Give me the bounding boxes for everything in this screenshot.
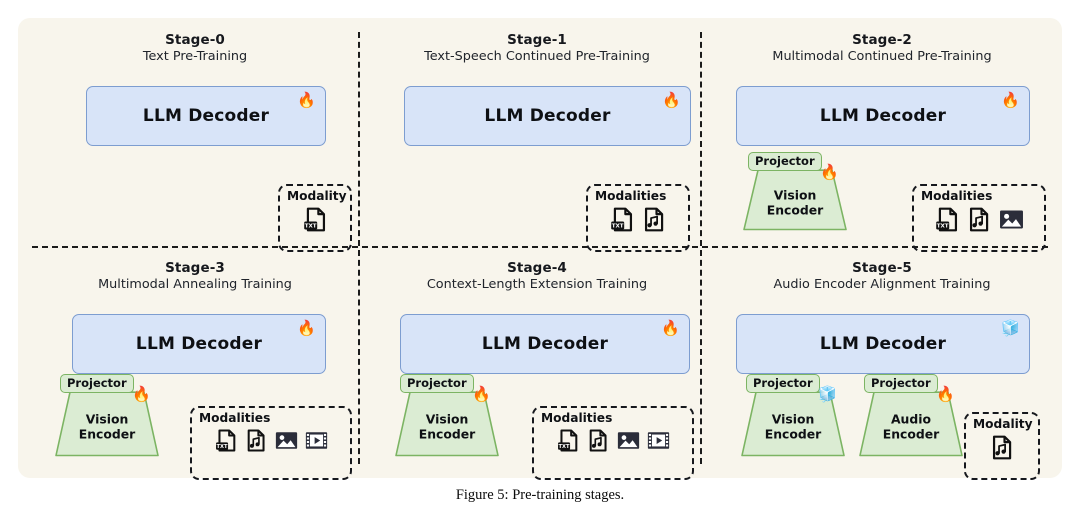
stage-0-modality-box: Modality TXT — [278, 184, 352, 252]
stage-3-modality-icons: TXT — [199, 428, 343, 453]
stage-1-decoder-fire-icon: 🔥 — [662, 91, 681, 109]
stage-5-modality-box: Modality — [964, 412, 1040, 480]
stage-0-llm-decoder-label: LLM Decoder — [142, 106, 270, 126]
stage-3-modality-title: Modalities — [199, 411, 271, 425]
stage-1-modality-box: Modalities TXT — [586, 184, 690, 252]
stage-5-decoder-ice-icon: 🧊 — [1001, 319, 1020, 337]
figure-caption: Figure 5: Pre-training stages. — [455, 487, 625, 503]
stage-2-encoder-group-0: Projector Vision Encoder — [742, 150, 848, 231]
stage-4-modality-box: Modalities TXT — [532, 406, 694, 480]
stage-5-modality-title: Modality — [973, 417, 1033, 431]
stage-5-projector-0[interactable]: Projector — [746, 374, 820, 393]
text-file-icon: TXT — [610, 207, 632, 232]
stage-5-encoder-trapezoid-0[interactable]: Vision Encoder 🧊 — [740, 387, 846, 457]
stage-2-modality-icons: TXT — [921, 206, 1037, 233]
stage-1-llm-decoder[interactable]: LLM Decoder 🔥 — [404, 86, 691, 146]
stage-4-projector-0[interactable]: Projector — [400, 374, 474, 393]
stage-2-projector-0[interactable]: Projector — [748, 152, 822, 171]
stage-2-modality-box: Modalities TXT — [912, 184, 1046, 252]
horizontal-divider — [32, 246, 1048, 248]
stage-3-modality-box: Modalities TXT — [190, 406, 352, 480]
stage-1-subtitle: Text-Speech Continued Pre-Training — [424, 49, 650, 64]
text-file-icon: TXT — [303, 207, 325, 232]
stage-5-encoder-group-1: Projector Audio Encoder — [858, 372, 964, 457]
svg-text:TXT: TXT — [216, 444, 227, 450]
stage-1-modality-title: Modalities — [595, 189, 667, 203]
stage-4-encoder-trapezoid-0[interactable]: Vision Encoder 🔥 — [394, 387, 500, 457]
stage-3-decoder-fire-icon: 🔥 — [297, 319, 316, 337]
stage-2-llm-decoder[interactable]: LLM Decoder 🔥 — [736, 86, 1030, 146]
stage-3-llm-decoder[interactable]: LLM Decoder 🔥 — [72, 314, 326, 374]
vertical-divider-1 — [358, 32, 360, 464]
stage-4-modality-title: Modalities — [541, 411, 613, 425]
audio-file-icon — [992, 435, 1011, 460]
stage-2-title: Stage-2 — [852, 32, 912, 48]
audio-file-icon — [247, 429, 265, 452]
stage-4-subtitle: Context-Length Extension Training — [426, 277, 648, 292]
stage-5-subtitle: Audio Encoder Alignment Training — [773, 277, 991, 292]
audio-file-icon — [589, 429, 607, 452]
svg-text:TXT: TXT — [558, 444, 569, 450]
stage-5-encoder-0-ice-icon: 🧊 — [818, 385, 837, 403]
stage-3-llm-decoder-label: LLM Decoder — [135, 334, 263, 354]
stage-4-llm-decoder-label: LLM Decoder — [481, 334, 609, 354]
text-file-icon: TXT — [557, 429, 577, 452]
stage-4-llm-decoder[interactable]: LLM Decoder 🔥 — [400, 314, 690, 374]
audio-file-icon — [644, 207, 663, 232]
image-icon — [999, 210, 1023, 229]
stage-0-modality-icons: TXT — [287, 206, 343, 233]
video-icon — [647, 432, 669, 449]
stage-5-encoder-group-0: Projector Vision Encoder — [740, 372, 846, 457]
stage-1-llm-decoder-label: LLM Decoder — [484, 106, 611, 126]
stage-0-decoder-fire-icon: 🔥 — [297, 91, 316, 109]
stage-1-title: Stage-1 — [507, 32, 567, 48]
stage-4-encoder-0-fire-icon: 🔥 — [472, 385, 491, 403]
stage-3-encoder-0-fire-icon: 🔥 — [132, 385, 151, 403]
text-file-icon: TXT — [215, 429, 235, 452]
svg-text:TXT: TXT — [611, 224, 623, 230]
stage-4-encoder-group-0: Projector Vision Encoder — [394, 372, 500, 457]
stage-3-encoder-trapezoid-0[interactable]: Vision Encoder 🔥 — [54, 387, 160, 457]
stage-0-modality-title: Modality — [287, 189, 347, 203]
image-icon — [275, 432, 297, 449]
stage-1-modality-icons: TXT — [595, 206, 681, 233]
stage-2-llm-decoder-label: LLM Decoder — [819, 106, 947, 126]
stage-5-llm-decoder-label: LLM Decoder — [819, 334, 947, 354]
stage-4-decoder-fire-icon: 🔥 — [661, 319, 680, 337]
stage-4-modality-icons: TXT — [541, 428, 685, 453]
stage-3-subtitle: Multimodal Annealing Training — [98, 277, 292, 292]
audio-file-icon — [969, 207, 988, 232]
stage-5-projector-1[interactable]: Projector — [864, 374, 938, 393]
stage-2-decoder-fire-icon: 🔥 — [1001, 91, 1020, 109]
stage-3-title: Stage-3 — [165, 260, 225, 276]
stage-5-modality-icons — [973, 434, 1031, 461]
stage-3-projector-0[interactable]: Projector — [60, 374, 134, 393]
stage-3-encoder-group-0: Projector Vision Encoder — [54, 372, 160, 457]
stage-5-encoder-1-fire-icon: 🔥 — [936, 385, 955, 403]
stage-2-encoder-trapezoid-0[interactable]: Vision Encoder 🔥 — [742, 165, 848, 231]
text-file-icon: TXT — [935, 207, 957, 232]
svg-text:TXT: TXT — [304, 224, 316, 230]
stage-2-modality-title: Modalities — [921, 189, 993, 203]
stage-2-encoder-0-fire-icon: 🔥 — [820, 163, 839, 181]
stage-0-title: Stage-0 — [165, 32, 225, 48]
stage-5-encoder-trapezoid-1[interactable]: Audio Encoder 🔥 — [858, 387, 964, 457]
stage-2-subtitle: Multimodal Continued Pre-Training — [772, 49, 992, 64]
stage-0-subtitle: Text Pre-Training — [142, 49, 248, 64]
vertical-divider-2 — [700, 32, 702, 464]
image-icon — [617, 432, 639, 449]
video-icon — [305, 432, 327, 449]
stage-4-title: Stage-4 — [507, 260, 567, 276]
stage-5-llm-decoder[interactable]: LLM Decoder 🧊 — [736, 314, 1030, 374]
stage-5-title: Stage-5 — [852, 260, 912, 276]
svg-text:TXT: TXT — [936, 224, 948, 230]
stage-0-llm-decoder[interactable]: LLM Decoder 🔥 — [86, 86, 326, 146]
